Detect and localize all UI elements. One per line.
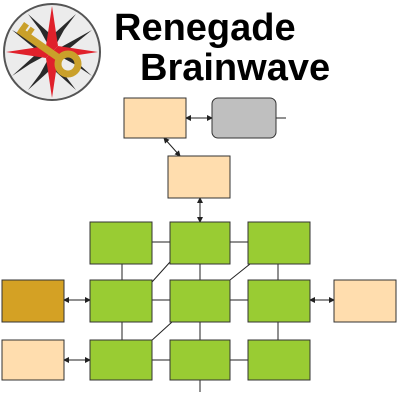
connector-line <box>149 321 173 343</box>
connector-arrow <box>163 137 181 157</box>
peach-box <box>123 97 187 139</box>
gray-box <box>211 97 277 139</box>
green-box <box>247 279 311 323</box>
peach-box <box>1 339 65 381</box>
boxes <box>1 97 397 381</box>
connector-line <box>229 263 251 281</box>
connector-line <box>151 261 171 283</box>
green-box <box>247 339 311 381</box>
title-line-2: Brainwave <box>140 47 330 89</box>
peach-box <box>333 279 397 323</box>
green-box <box>169 221 231 265</box>
green-box <box>169 339 231 381</box>
connectors <box>63 115 335 392</box>
green-box <box>89 221 153 265</box>
green-box <box>169 279 231 323</box>
title-line-1: Renegade <box>114 7 296 49</box>
green-box <box>89 339 153 381</box>
gold-box <box>1 279 65 323</box>
compass-key-icon <box>3 3 101 101</box>
logo-key <box>16 22 82 78</box>
peach-box <box>167 155 231 199</box>
green-box <box>247 221 311 265</box>
green-box <box>89 279 153 323</box>
